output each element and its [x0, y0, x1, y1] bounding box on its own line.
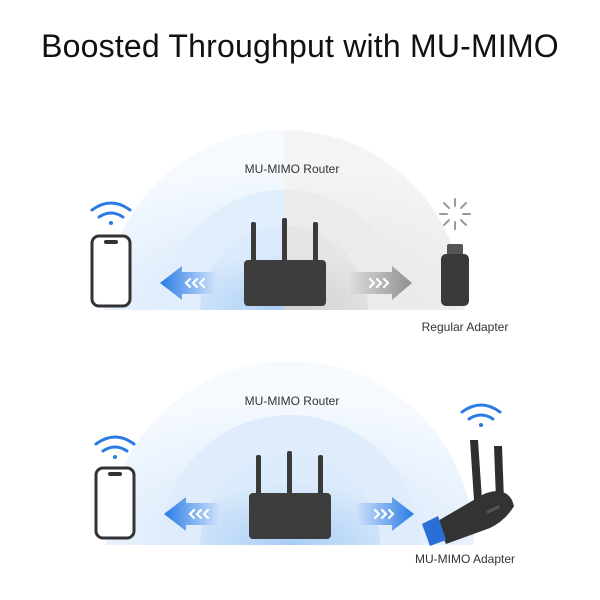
wifi-icon: [90, 201, 132, 225]
bottom-scene: [94, 361, 514, 546]
usb-adapter-icon: [422, 440, 514, 546]
arrow-icon: [350, 266, 412, 300]
arrow-icon: [160, 266, 216, 300]
router-icon: [244, 218, 326, 306]
smartphone-icon: [94, 466, 136, 540]
arrow-icon: [356, 497, 414, 531]
usb-adapter-icon: [441, 244, 469, 306]
top-scene: [90, 130, 471, 310]
arrow-icon: [164, 497, 220, 531]
mu-mimo-adapter-label: MU-MIMO Adapter: [414, 552, 516, 566]
router-icon: [249, 451, 331, 539]
regular-adapter-label: Regular Adapter: [421, 320, 509, 334]
top-router-label: MU-MIMO Router: [244, 162, 340, 176]
page-title: Boosted Throughput with MU-MIMO: [41, 28, 559, 64]
bottom-router-label: MU-MIMO Router: [244, 394, 340, 408]
wifi-icon: [94, 435, 136, 459]
signal-burst-icon: [439, 198, 471, 230]
wifi-icon: [460, 403, 502, 427]
smartphone-icon: [90, 234, 132, 308]
